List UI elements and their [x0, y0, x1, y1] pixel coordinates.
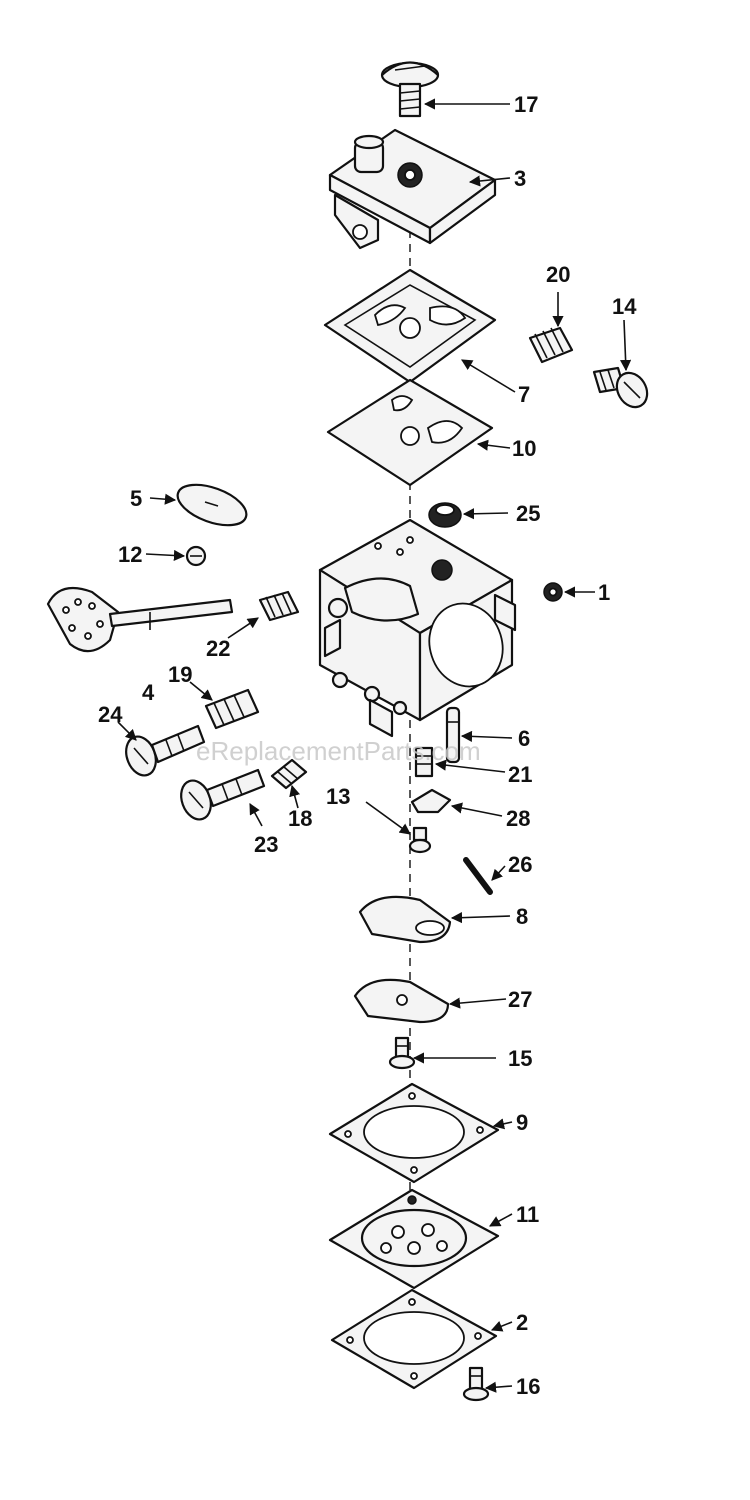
part-26-pin	[463, 857, 493, 895]
part-19-spring	[204, 688, 260, 730]
label-28: 28	[506, 806, 530, 831]
label-22: 22	[206, 636, 230, 661]
part-3-pump-cover	[328, 128, 497, 250]
carburetor-body	[318, 518, 517, 738]
leader-16	[484, 1381, 513, 1393]
label-8: 8	[516, 904, 528, 929]
part-1-washer	[543, 582, 563, 602]
part-16-screw	[462, 1366, 490, 1402]
label-21: 21	[508, 762, 532, 787]
leader-19	[189, 681, 213, 701]
label-24: 24	[98, 702, 123, 727]
watermark: eReplacementParts.com	[196, 736, 481, 766]
label-6: 6	[518, 726, 530, 751]
leader-14	[620, 319, 632, 372]
part-6-needle	[445, 706, 461, 764]
part-labels: 17 3 20 14 7 10 5 25 12 1 22 4 19 24 6 2…	[98, 92, 637, 1399]
part-24-needle-screw	[125, 724, 206, 777]
leader-21	[434, 759, 506, 773]
leader-12	[145, 549, 186, 562]
part-15-screw	[388, 1036, 416, 1070]
leader-22	[227, 617, 259, 639]
leader-13	[365, 801, 411, 835]
label-10: 10	[512, 436, 536, 461]
leader-27	[448, 997, 507, 1009]
label-5: 5	[130, 486, 142, 511]
label-13: 13	[326, 784, 350, 809]
label-16: 16	[516, 1374, 540, 1399]
part-14-screw	[592, 366, 649, 409]
leader-11	[489, 1213, 513, 1227]
part-9-gasket	[328, 1082, 500, 1184]
part-10-plate	[326, 378, 494, 487]
label-4: 4	[142, 680, 155, 705]
part-8-plate	[358, 895, 452, 944]
part-13-screw	[408, 826, 432, 854]
label-12: 12	[118, 542, 142, 567]
label-17: 17	[514, 92, 538, 117]
part-18-spring	[270, 758, 308, 790]
part-27-plate	[353, 978, 450, 1024]
part-20-spring	[528, 326, 574, 364]
leader-9	[492, 1118, 513, 1130]
label-18: 18	[288, 806, 312, 831]
part-2-cover	[330, 1288, 498, 1390]
label-23: 23	[254, 832, 278, 857]
leader-6	[460, 730, 513, 742]
part-21-spring	[414, 746, 434, 778]
leader-2	[490, 1321, 513, 1332]
part-28-lever	[410, 788, 452, 814]
leader-25	[462, 508, 509, 520]
leader-10	[476, 439, 511, 451]
part-7-gasket	[323, 268, 497, 384]
label-14: 14	[612, 294, 637, 319]
label-27: 27	[508, 987, 532, 1012]
part-11-diaphragm	[328, 1188, 500, 1290]
leader-24	[117, 721, 137, 741]
label-3: 3	[514, 166, 526, 191]
label-26: 26	[508, 852, 532, 877]
part-25-plug	[428, 502, 462, 528]
leader-7	[461, 359, 516, 393]
leader-5	[149, 493, 177, 505]
label-20: 20	[546, 262, 570, 287]
label-15: 15	[508, 1046, 532, 1071]
part-22-spring	[258, 590, 300, 622]
leader-26	[491, 865, 506, 881]
label-11: 11	[516, 1202, 539, 1227]
label-1: 1	[598, 580, 610, 605]
label-9: 9	[516, 1110, 528, 1135]
leader-23	[249, 803, 263, 827]
leader-18	[289, 784, 301, 809]
leader-28	[450, 802, 503, 817]
part-4-throttle-shaft	[46, 586, 234, 653]
part-5-disc	[176, 483, 248, 527]
label-25: 25	[516, 501, 540, 526]
part-12-screw	[185, 545, 207, 567]
label-2: 2	[516, 1310, 528, 1335]
leader-lines	[117, 98, 632, 1393]
label-7: 7	[518, 382, 530, 407]
label-19: 19	[168, 662, 192, 687]
part-23-needle-screw	[180, 768, 266, 821]
part-17-screw	[380, 61, 440, 118]
leader-3	[468, 175, 511, 187]
leader-8	[450, 912, 511, 924]
